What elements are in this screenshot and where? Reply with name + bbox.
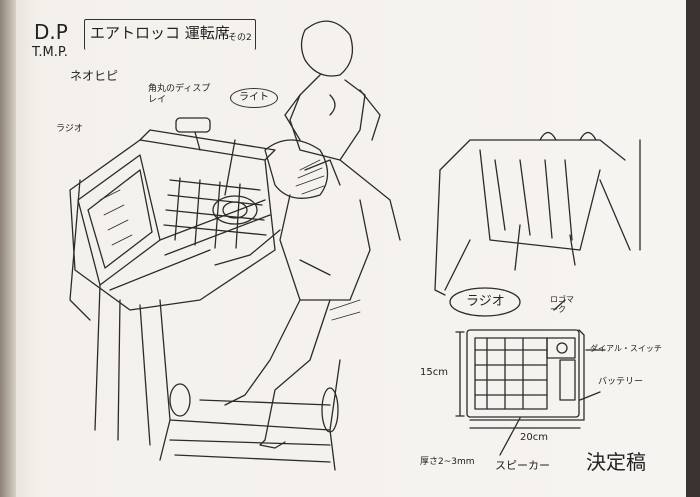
figure-seated [264,139,329,199]
label-speaker: スピーカー [495,459,550,472]
page-edge [686,0,700,497]
title-frame [84,19,256,50]
code-line1: D.P [34,20,68,44]
label-display: 角丸のディスプレイ [148,84,211,105]
console-body [69,139,276,311]
label-battery: バッテリー [598,377,644,387]
radio-bubble [449,287,521,317]
final-draft-stamp: 決定稿 [586,450,646,474]
book-spine [0,0,16,497]
label-radio-small: ラジオ [56,124,83,134]
radio-body [466,329,580,418]
label-dial-switch: ダイアル・スイッチ [590,344,662,353]
light-unit [175,117,211,133]
label-light: ライト [230,88,278,108]
label-taihi: ネオヒピ [70,69,119,83]
page-title: エアトロッコ 運転席 [90,24,230,42]
code-line2: T.M.P. [32,45,68,60]
label-radio-detail: ラジオ [466,294,505,309]
dial [212,195,258,225]
figure-standing [300,20,354,77]
label-width-dim: 20cm [520,432,548,443]
label-height-dim: 15cm [420,367,448,378]
label-thickness: 厚さ2~3mm [420,457,475,467]
page-title-suffix: その2 [228,33,252,43]
label-mark: ロゴマーク [550,295,574,314]
seat-frame [439,139,626,171]
